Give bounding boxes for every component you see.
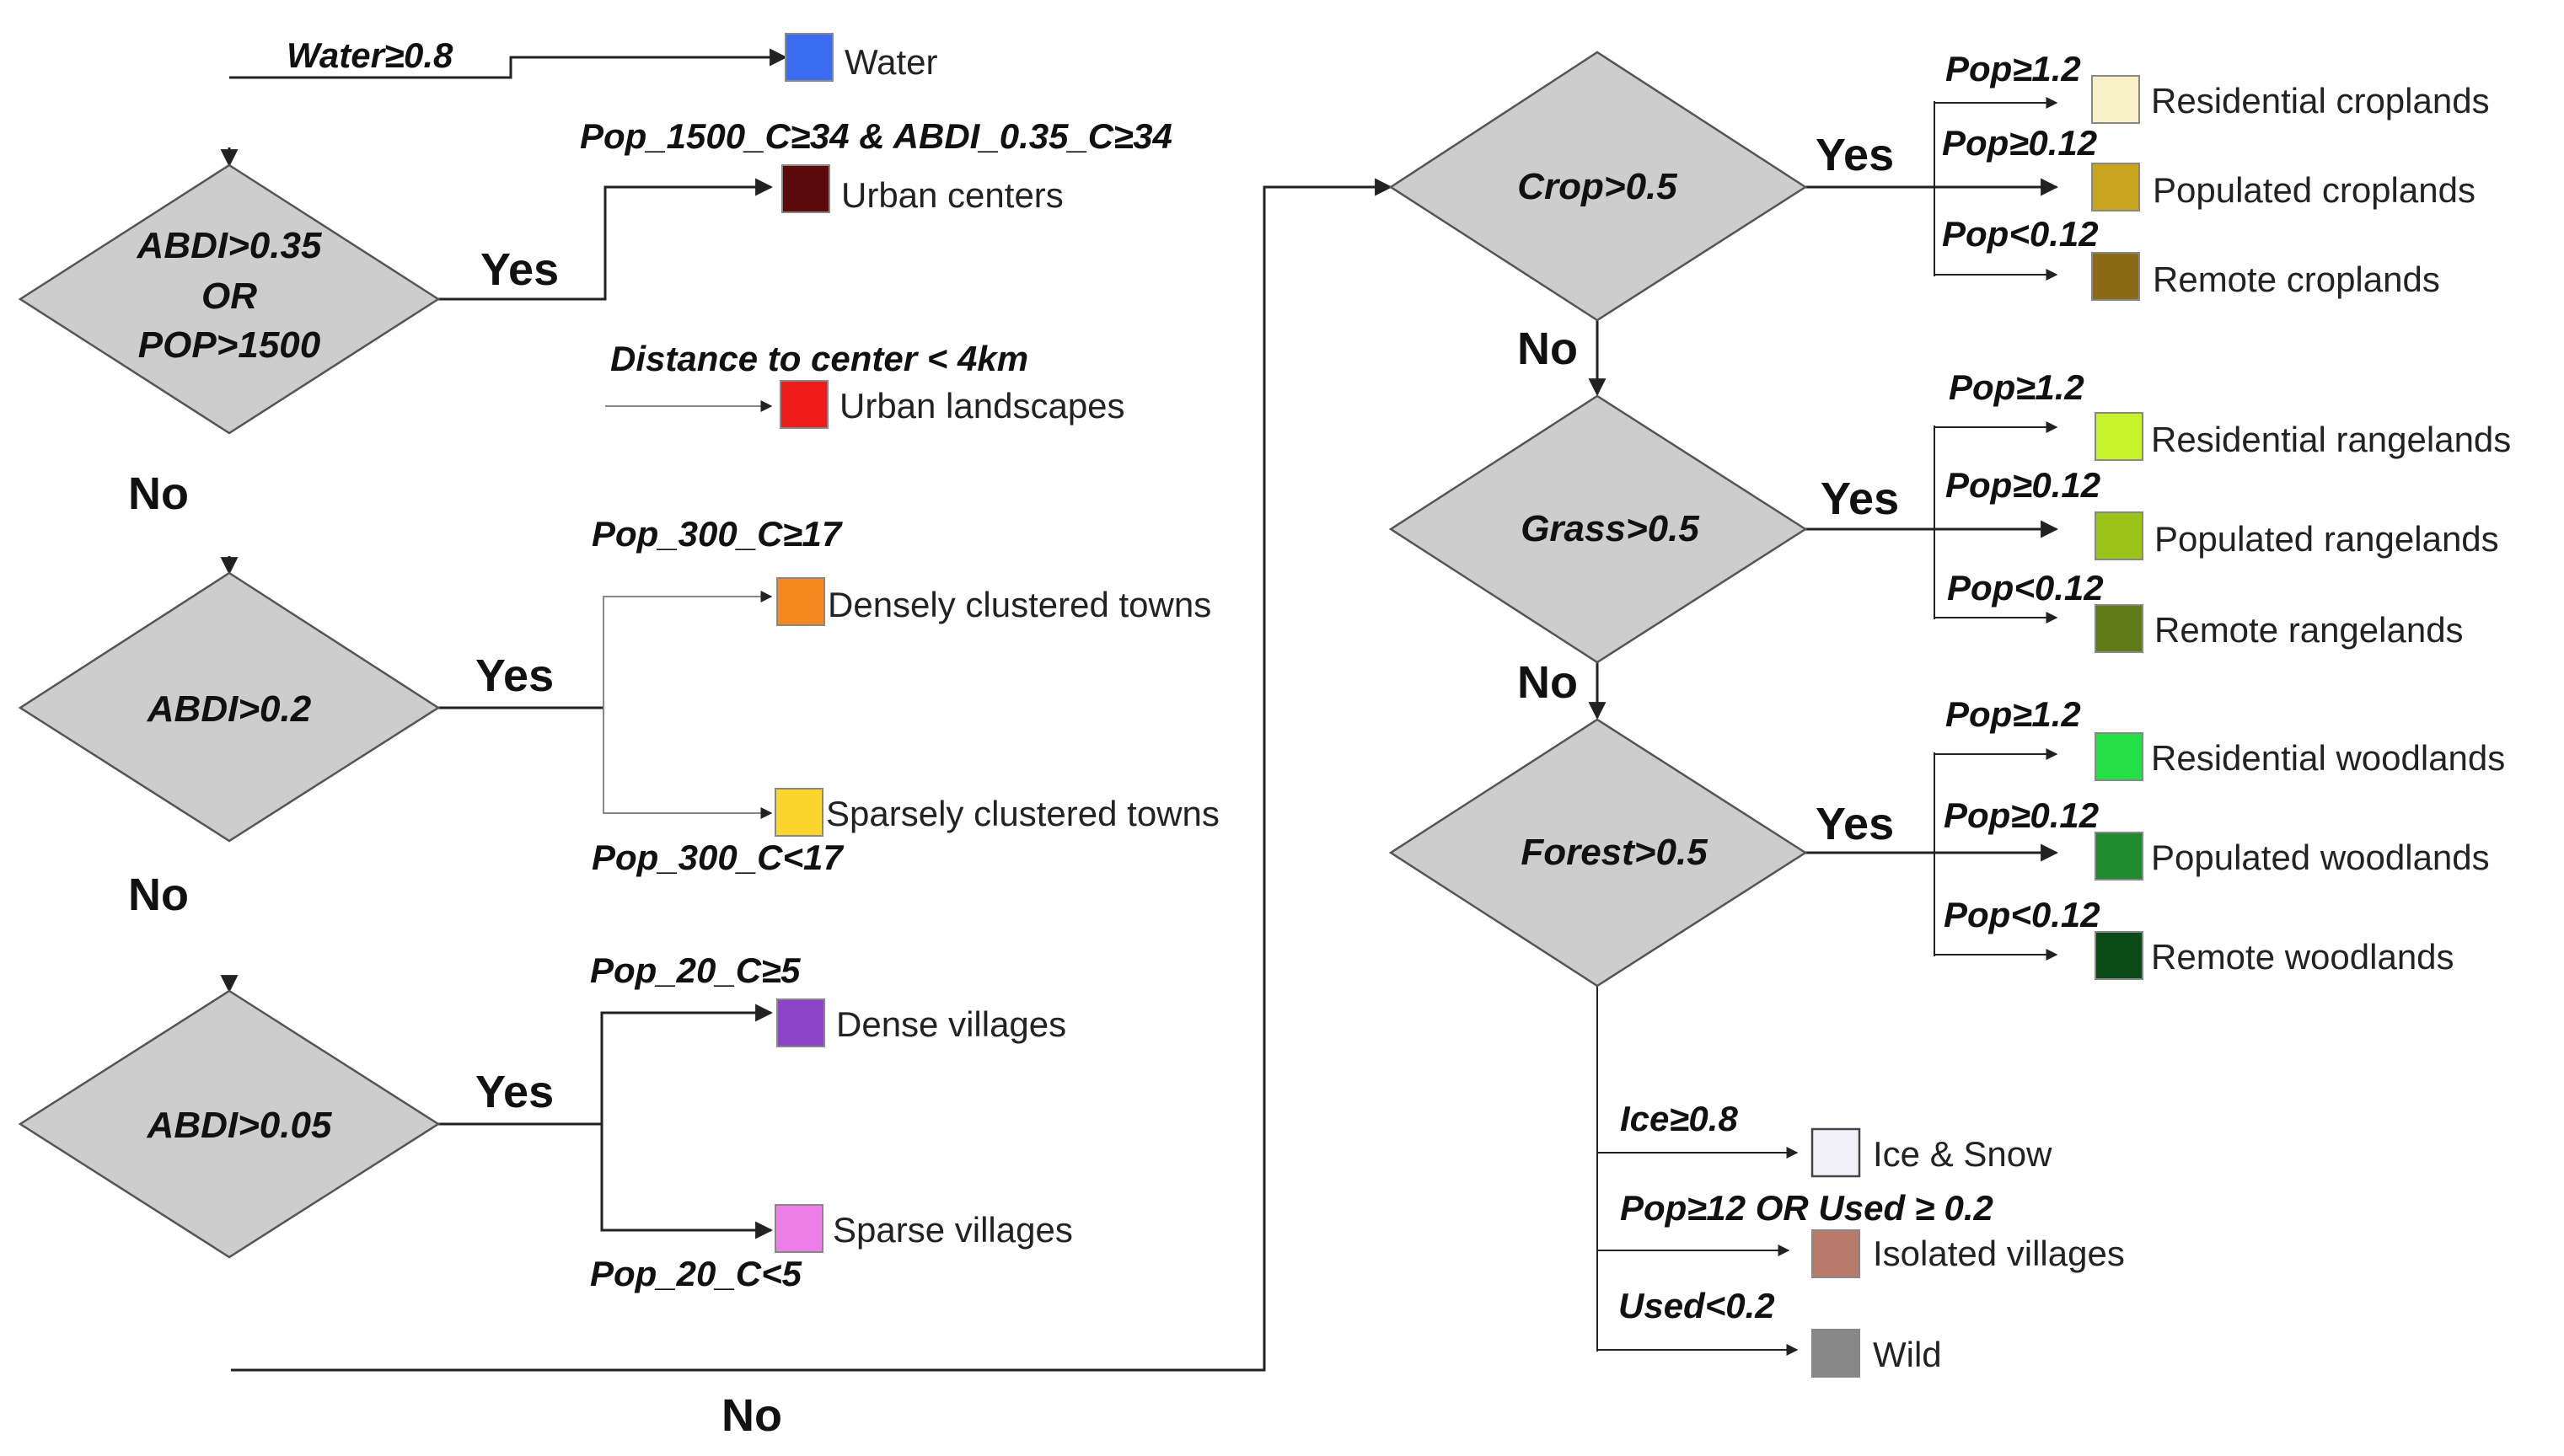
class-dense-towns: Densely clustered towns [828, 585, 1211, 624]
swatch-urban-landscapes [780, 380, 829, 429]
decision-grass-shape [1388, 394, 1808, 664]
condition-rem-wood: Pop<0.12 [1944, 895, 2100, 934]
condition-sparse-villages: Pop_20_C<5 [590, 1254, 802, 1293]
swatch-pop-crop [2091, 163, 2140, 211]
condition-urban-centers: Pop_1500_C≥34 & ABDI_0.35_C≥34 [580, 116, 1172, 156]
swatch-res-wood [2095, 732, 2143, 781]
class-urban-centers: Urban centers [841, 175, 1064, 215]
condition-res-wood: Pop≥1.2 [1945, 694, 2081, 734]
swatch-sparse-towns [775, 788, 823, 837]
swatch-wild [1811, 1329, 1860, 1378]
swatch-res-range [2095, 412, 2143, 461]
connector-no-to-crop [231, 178, 1393, 1372]
yes-label: Yes [480, 244, 559, 295]
class-sparse-villages: Sparse villages [833, 1210, 1073, 1250]
condition-wild: Used<0.2 [1618, 1286, 1775, 1325]
decision-abdi-02-shape [18, 571, 441, 843]
class-res-crop: Residential croplands [2151, 81, 2490, 120]
swatch-dense-towns [776, 577, 825, 626]
class-res-range: Residential rangelands [2151, 420, 2511, 459]
class-sparse-towns: Sparsely clustered towns [826, 794, 1220, 833]
swatch-rem-crop [2091, 252, 2140, 301]
yes-label: Yes [475, 1067, 554, 1117]
condition-sparse-towns: Pop_300_C<17 [592, 838, 844, 877]
decision-abdi-005-shape [18, 989, 441, 1259]
no-label: No [128, 870, 189, 920]
connector-water [229, 48, 788, 79]
condition-pop-wood: Pop≥0.12 [1944, 795, 2099, 835]
decision-forest-label: Forest>0.5 [1521, 832, 1708, 873]
swatch-rem-range [2095, 604, 2143, 653]
connector-urban-centers [438, 178, 774, 301]
condition-pop-range: Pop≥0.12 [1945, 465, 2100, 505]
condition-isolated: Pop≥12 OR Used ≥ 0.2 [1620, 1188, 1993, 1228]
class-dense-villages: Dense villages [836, 1004, 1066, 1044]
condition-ice: Ice≥0.8 [1620, 1099, 1738, 1138]
condition-water: Water≥0.8 [287, 35, 453, 75]
no-label: No [128, 468, 189, 519]
no-label: No [1517, 657, 1578, 708]
decision-forest-shape [1388, 718, 1808, 988]
no-label: No [721, 1390, 782, 1441]
decision-abdi-035-line-2: OR [201, 276, 257, 317]
yes-label: Yes [1821, 474, 1899, 524]
condition-rem-crop: Pop<0.12 [1942, 214, 2099, 254]
condition-res-crop: Pop≥1.2 [1945, 49, 2081, 88]
class-isolated: Isolated villages [1873, 1234, 2125, 1273]
swatch-rem-wood [2095, 931, 2143, 980]
no-label: No [1517, 324, 1578, 374]
connector-dense-villages [600, 1004, 774, 1124]
swatch-dense-villages [776, 998, 825, 1047]
yes-label: Yes [1816, 130, 1894, 180]
class-pop-wood: Populated woodlands [2151, 838, 2490, 877]
class-pop-range: Populated rangelands [2154, 519, 2499, 559]
class-urban-landscapes: Urban landscapes [839, 386, 1125, 426]
swatch-water [785, 33, 834, 82]
decision-abdi-035-line-3: POP>1500 [138, 324, 321, 366]
condition-rem-range: Pop<0.12 [1947, 568, 2104, 608]
condition-res-range: Pop≥1.2 [1949, 367, 2084, 407]
decision-grass-label: Grass>0.5 [1521, 508, 1699, 549]
class-water: Water [845, 42, 937, 82]
class-wild: Wild [1873, 1335, 1942, 1374]
connector-sparse-villages [600, 1124, 774, 1239]
connector-sparse-towns [603, 708, 773, 819]
condition-pop-crop: Pop≥0.12 [1942, 123, 2097, 163]
decision-crop-label: Crop>0.5 [1517, 166, 1677, 207]
yes-label: Yes [1816, 799, 1894, 849]
class-ice: Ice & Snow [1873, 1134, 2052, 1174]
condition-dense-villages: Pop_20_C≥5 [590, 950, 801, 990]
condition-dense-towns: Pop_300_C≥17 [592, 514, 843, 554]
decision-abdi-035-shape [18, 163, 441, 435]
yes-label: Yes [475, 650, 554, 701]
class-rem-wood: Remote woodlands [2151, 937, 2454, 977]
swatch-ice [1810, 1127, 1861, 1178]
swatch-res-crop [2091, 75, 2140, 124]
swatch-urban-centers [781, 164, 830, 213]
decision-abdi-035-line-1: ABDI>0.35 [137, 225, 322, 266]
swatch-pop-wood [2095, 832, 2143, 881]
class-pop-crop: Populated croplands [2153, 170, 2475, 210]
decision-crop-shape [1388, 51, 1808, 322]
class-res-wood: Residential woodlands [2151, 738, 2505, 778]
swatch-sparse-villages [775, 1204, 823, 1253]
condition-urban-landscapes: Distance to center < 4km [610, 339, 1028, 378]
class-rem-range: Remote rangelands [2154, 610, 2464, 650]
decision-abdi-005-label: ABDI>0.05 [147, 1105, 332, 1146]
swatch-isolated [1811, 1229, 1860, 1278]
class-rem-crop: Remote croplands [2153, 260, 2440, 299]
decision-abdi-02-label: ABDI>0.2 [147, 688, 312, 730]
connector-dense-towns [603, 591, 773, 708]
swatch-pop-range [2095, 511, 2143, 560]
